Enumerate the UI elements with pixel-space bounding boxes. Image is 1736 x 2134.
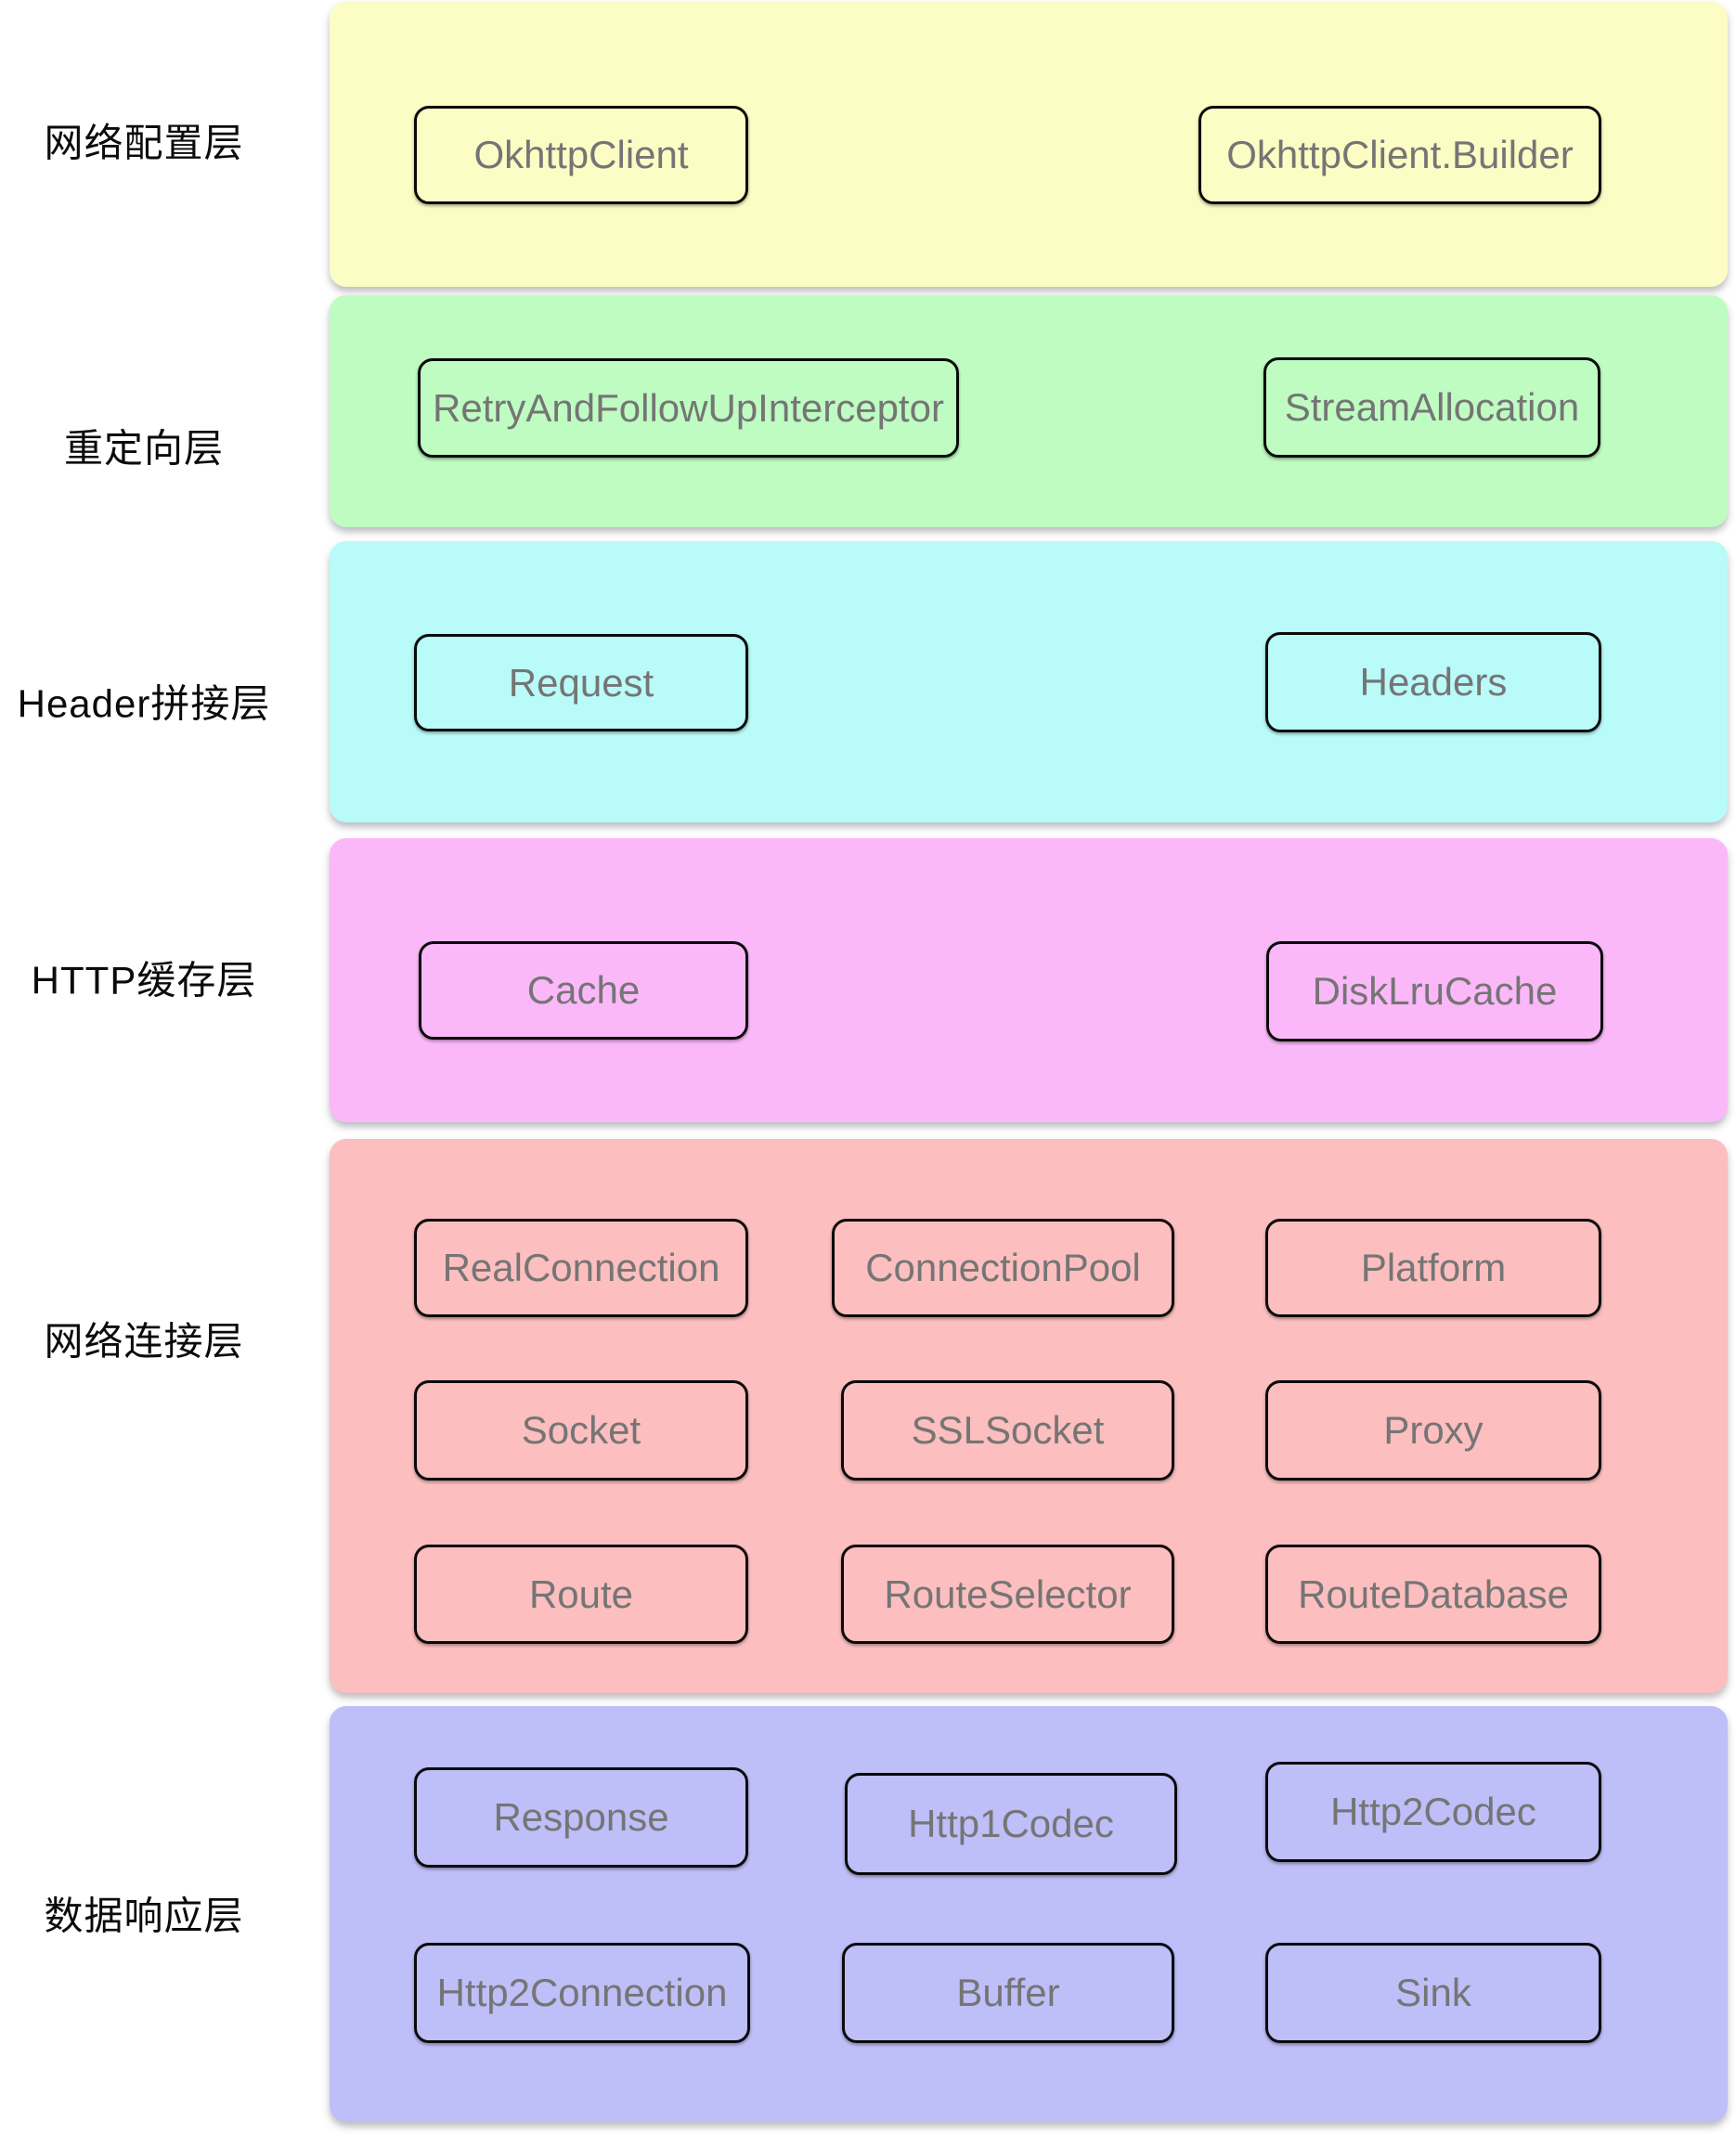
layer-label-network-connection: 网络连接层 bbox=[44, 1319, 244, 1364]
node-request: Request bbox=[414, 634, 748, 731]
node-sslsocket: SSLSocket bbox=[841, 1380, 1174, 1481]
node-routedatabase: RouteDatabase bbox=[1265, 1545, 1601, 1644]
band-header-concat: Request Headers bbox=[330, 541, 1728, 822]
layer-label-data-response: 数据响应层 bbox=[44, 1894, 244, 1938]
band-http-cache: Cache DiskLruCache bbox=[330, 838, 1728, 1122]
node-retryandfollowupinterceptor: RetryAndFollowUpInterceptor bbox=[418, 358, 959, 458]
node-sink: Sink bbox=[1265, 1943, 1601, 2043]
band-network-connection: RealConnection ConnectionPool Platform S… bbox=[330, 1139, 1728, 1693]
node-headers: Headers bbox=[1265, 632, 1601, 732]
node-http1codec: Http1Codec bbox=[845, 1773, 1177, 1875]
node-cache: Cache bbox=[419, 941, 748, 1040]
node-connectionpool: ConnectionPool bbox=[832, 1219, 1174, 1317]
node-okhttpclient: OkhttpClient bbox=[414, 106, 748, 204]
band-network-config: OkhttpClient OkhttpClient.Builder bbox=[330, 2, 1728, 287]
layer-label-network-config: 网络配置层 bbox=[44, 121, 244, 165]
node-streamallocation: StreamAllocation bbox=[1263, 357, 1600, 458]
layer-label-header-concat: Header拼接层 bbox=[17, 681, 271, 726]
node-buffer: Buffer bbox=[842, 1943, 1174, 2043]
node-routeselector: RouteSelector bbox=[841, 1545, 1174, 1644]
node-route: Route bbox=[414, 1545, 748, 1644]
band-redirect: RetryAndFollowUpInterceptor StreamAlloca… bbox=[330, 295, 1728, 527]
band-data-response: Response Http1Codec Http2Codec Http2Conn… bbox=[330, 1706, 1728, 2122]
node-http2codec: Http2Codec bbox=[1265, 1762, 1601, 1862]
node-response: Response bbox=[414, 1767, 748, 1868]
node-socket: Socket bbox=[414, 1380, 748, 1481]
layer-label-redirect: 重定向层 bbox=[63, 426, 224, 471]
node-http2connection: Http2Connection bbox=[414, 1943, 750, 2043]
node-disklrucache: DiskLruCache bbox=[1266, 941, 1603, 1041]
node-platform: Platform bbox=[1265, 1219, 1601, 1317]
layer-label-http-cache: HTTP缓存层 bbox=[31, 958, 257, 1002]
node-realconnection: RealConnection bbox=[414, 1219, 748, 1317]
node-proxy: Proxy bbox=[1265, 1380, 1601, 1481]
node-okhttpclient-builder: OkhttpClient.Builder bbox=[1198, 106, 1601, 204]
